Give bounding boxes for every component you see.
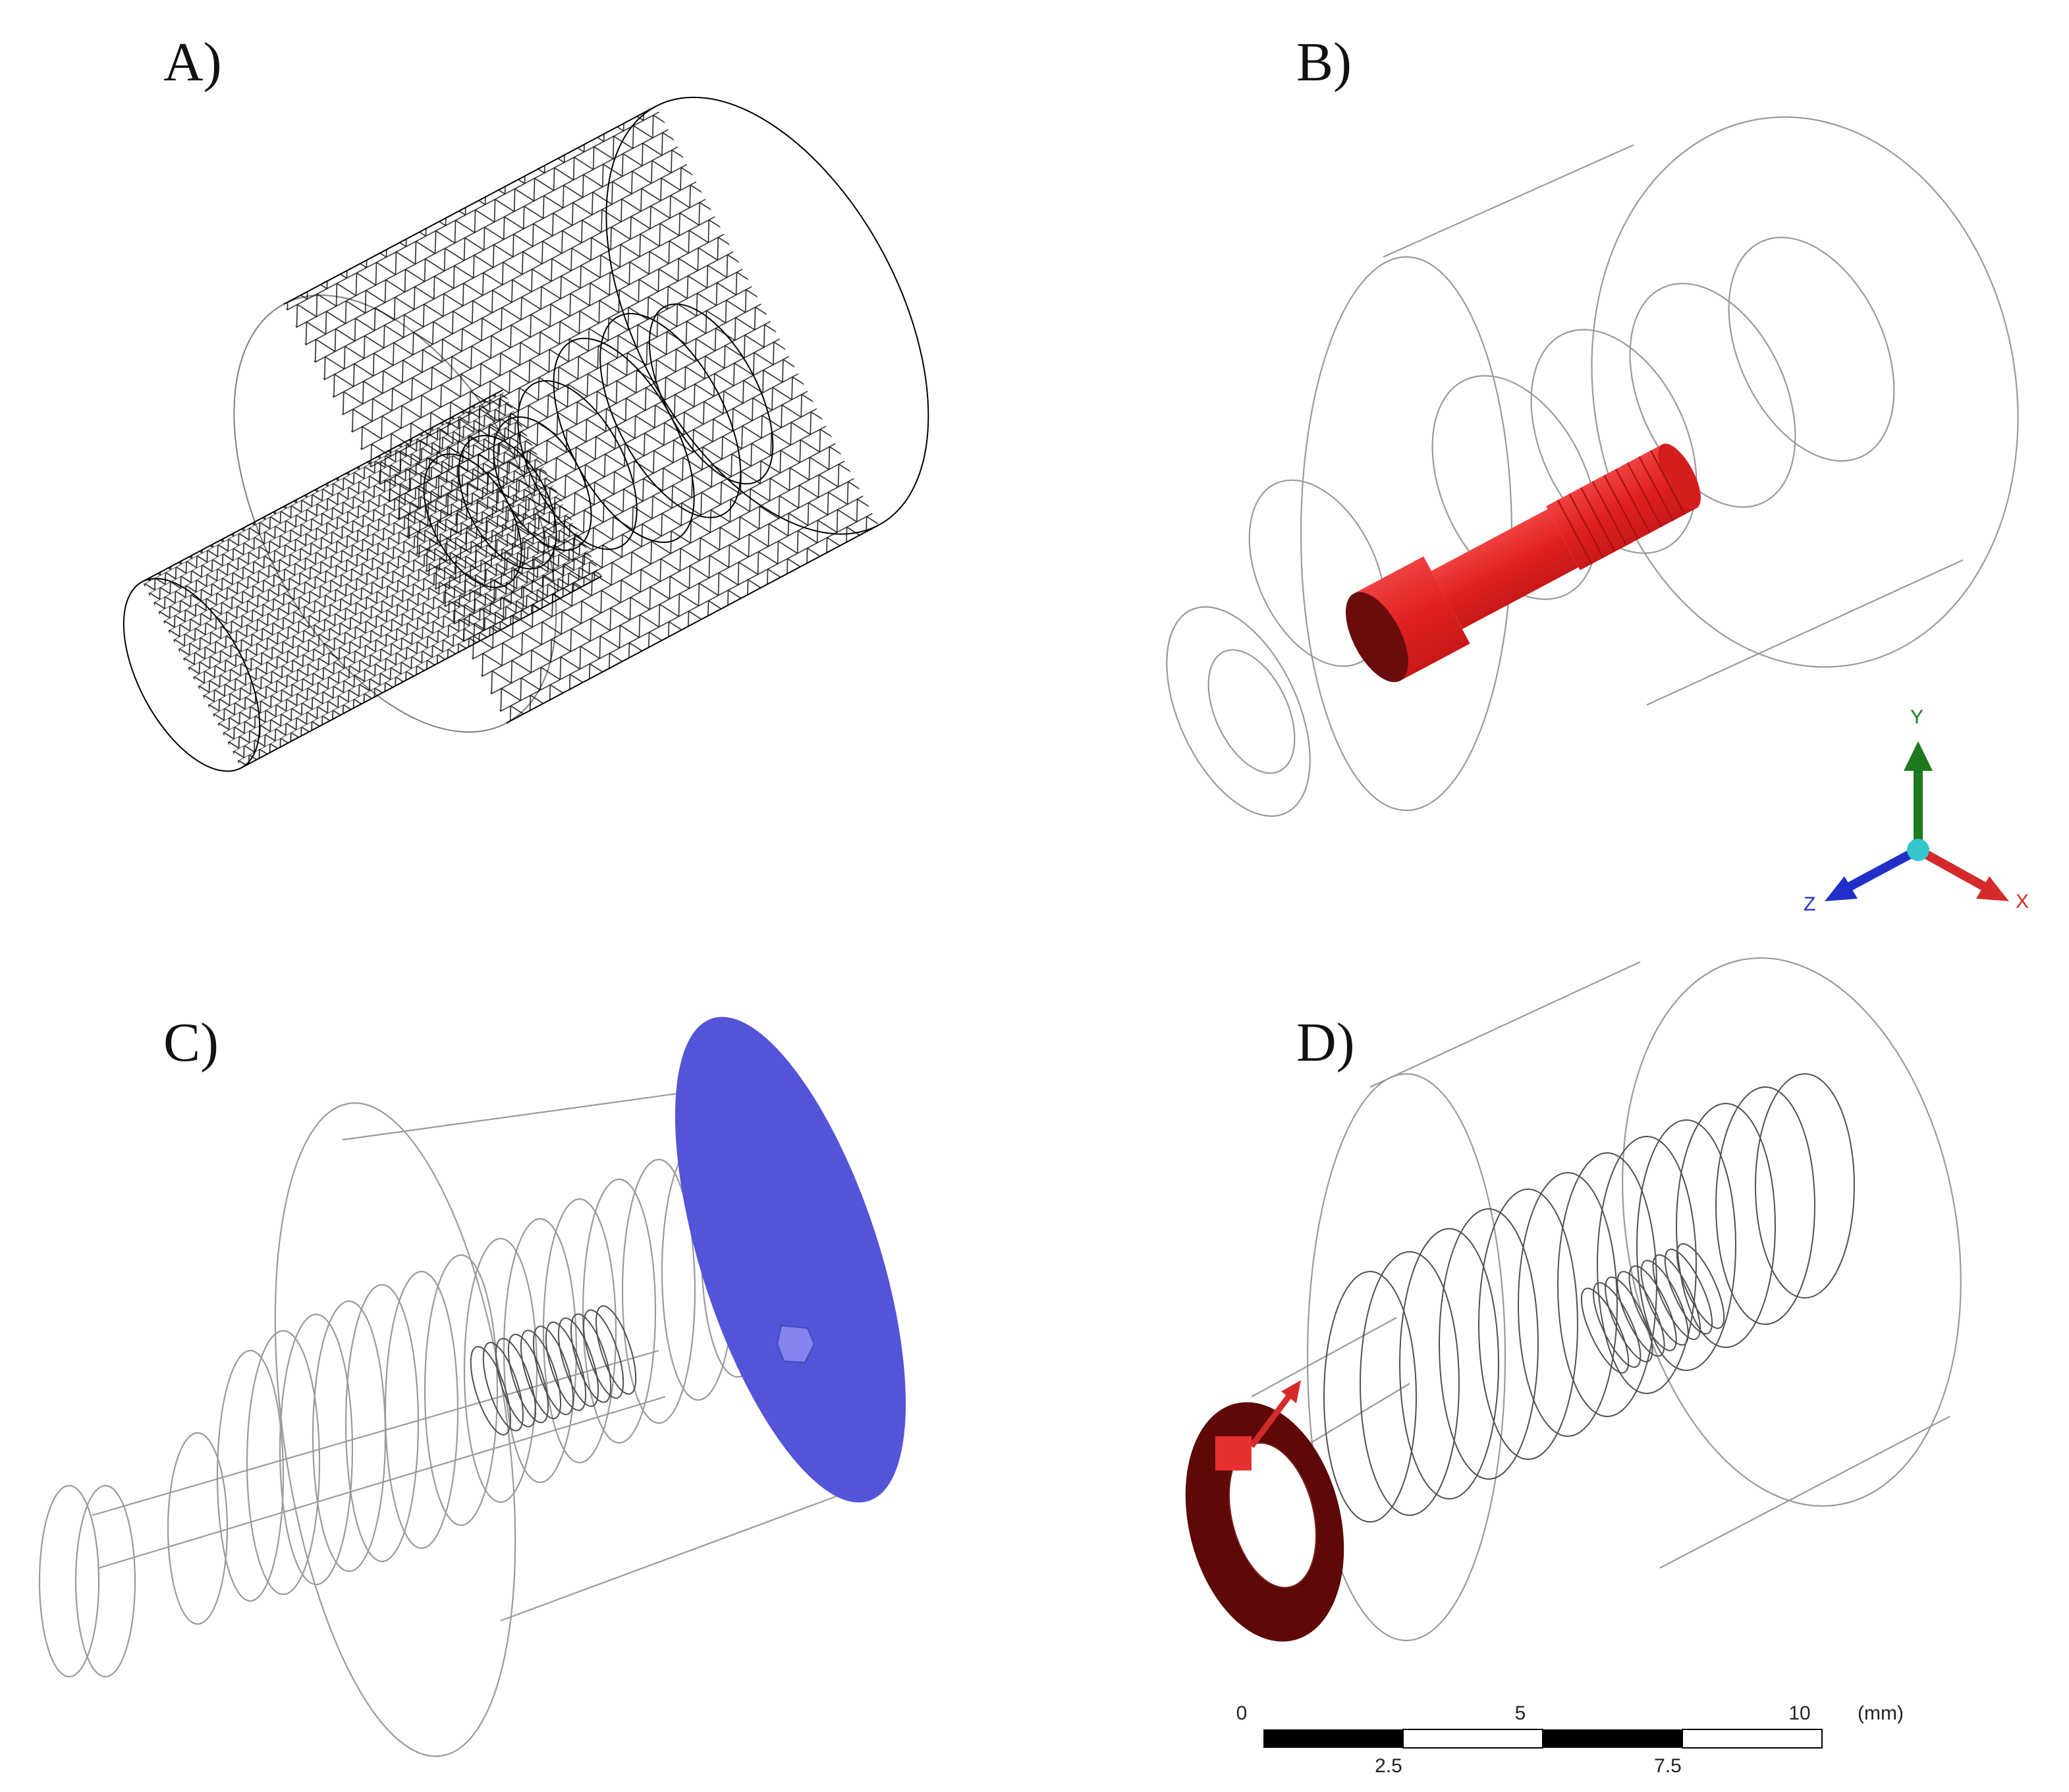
- scale-bar: 0 5 10 (mm) 2.5 7.5: [1236, 1702, 1904, 1777]
- threaded-section-d: [1580, 1243, 1725, 1374]
- z-axis-label: Z: [1804, 893, 1815, 915]
- triad-origin: [1907, 839, 1929, 861]
- outline-housing-c: [92, 1086, 857, 1757]
- outline-housing-d: [1251, 957, 1962, 1642]
- load-arrow-icon: [1281, 1380, 1301, 1403]
- scale-label-10: 10: [1788, 1702, 1810, 1724]
- scale-segment-2: [1402, 1729, 1543, 1749]
- panel-a: A): [123, 32, 929, 772]
- screw-b: [1346, 443, 1701, 683]
- boundary-plane-c: [675, 1017, 906, 1503]
- scale-label-0: 0: [1236, 1702, 1248, 1724]
- panel-d: D): [1185, 957, 1962, 1642]
- x-axis-label: X: [2016, 891, 2029, 912]
- scale-segment-3: [1543, 1729, 1682, 1748]
- threaded-section-c: [470, 1305, 637, 1436]
- panel-label-c: C): [163, 1012, 219, 1073]
- scale-segment-4: [1682, 1729, 1823, 1749]
- panel-label-a: A): [163, 32, 222, 93]
- panel-label-b: B): [1296, 32, 1352, 93]
- scale-label-2-5: 2.5: [1375, 1755, 1402, 1777]
- loaded-ring-d: [1185, 1380, 1344, 1642]
- panel-c: C): [38, 1012, 906, 1757]
- mesh-inner-cylinder: [123, 389, 602, 772]
- load-marker-icon: [1215, 1436, 1252, 1470]
- scale-unit: (mm): [1858, 1702, 1904, 1724]
- y-axis-label: Y: [1910, 706, 1923, 728]
- scale-label-7-5: 7.5: [1654, 1755, 1682, 1777]
- coordinate-triad: Y X Z: [1804, 706, 2029, 915]
- mesh-thread-rings: [423, 303, 774, 588]
- y-axis-arrow-icon: [1904, 741, 1933, 771]
- outline-rings-d: [1323, 1073, 1855, 1523]
- outline-housing-b: [1166, 116, 2019, 817]
- scale-label-5: 5: [1515, 1702, 1526, 1724]
- x-axis-arrow-icon: [1976, 876, 2009, 901]
- z-axis-arrow-icon: [1825, 876, 1858, 901]
- panel-b: B): [1166, 32, 2029, 915]
- panel-label-d: D): [1296, 1012, 1355, 1073]
- fixed-support-marker-icon: [776, 1324, 815, 1364]
- scale-segment-1: [1263, 1729, 1403, 1748]
